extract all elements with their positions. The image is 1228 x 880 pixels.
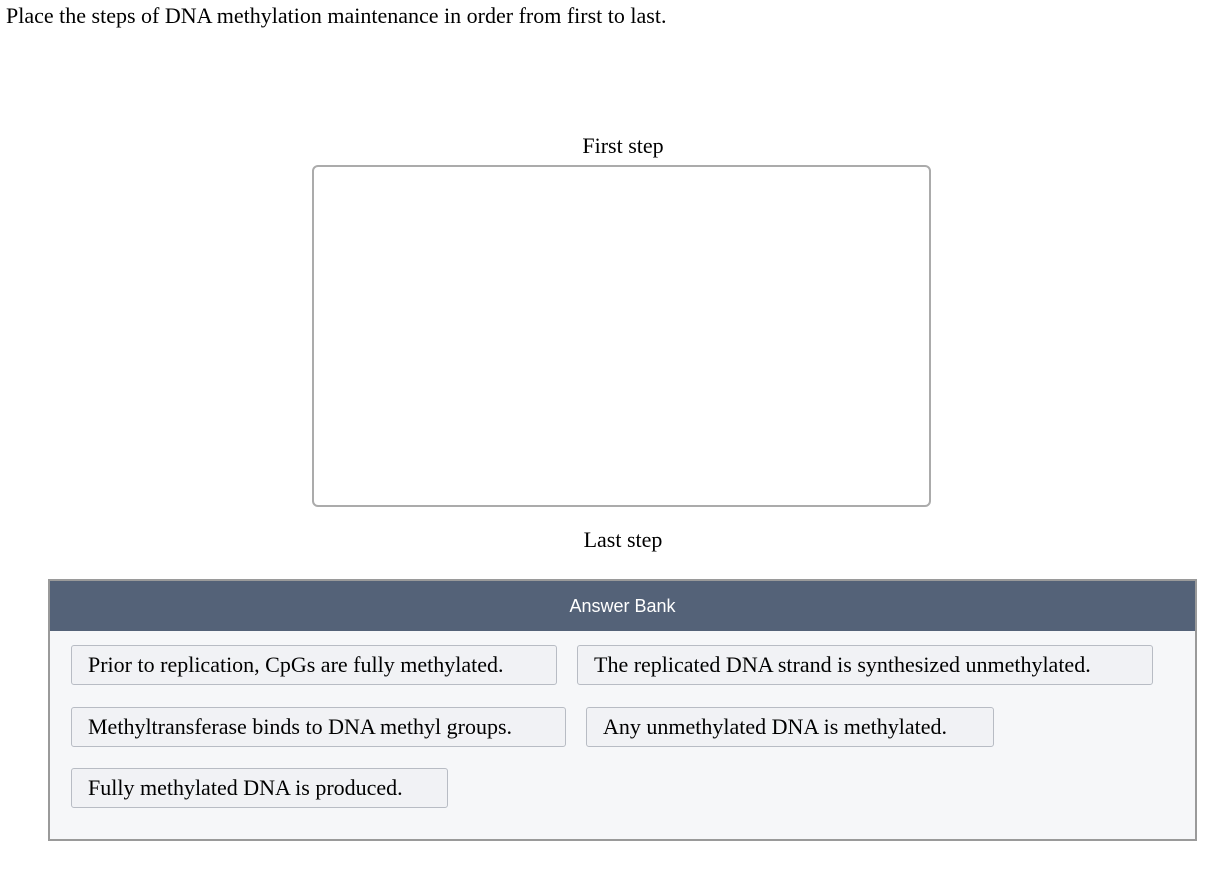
answer-chip[interactable]: The replicated DNA strand is synthesized…: [577, 645, 1153, 685]
answer-chip[interactable]: Any unmethylated DNA is methylated.: [586, 707, 994, 747]
ordering-drop-zone[interactable]: [312, 165, 931, 507]
answer-chip[interactable]: Prior to replication, CpGs are fully met…: [71, 645, 557, 685]
first-step-label: First step: [582, 133, 664, 158]
answer-chip[interactable]: Methyltransferase binds to DNA methyl gr…: [71, 707, 566, 747]
last-step-label: Last step: [583, 527, 663, 552]
question-text: Place the steps of DNA methylation maint…: [6, 3, 667, 28]
answer-chip[interactable]: Fully methylated DNA is produced.: [71, 768, 448, 808]
answer-bank: Answer Bank Prior to replication, CpGs a…: [48, 579, 1197, 841]
answer-bank-header: Answer Bank: [50, 581, 1195, 631]
